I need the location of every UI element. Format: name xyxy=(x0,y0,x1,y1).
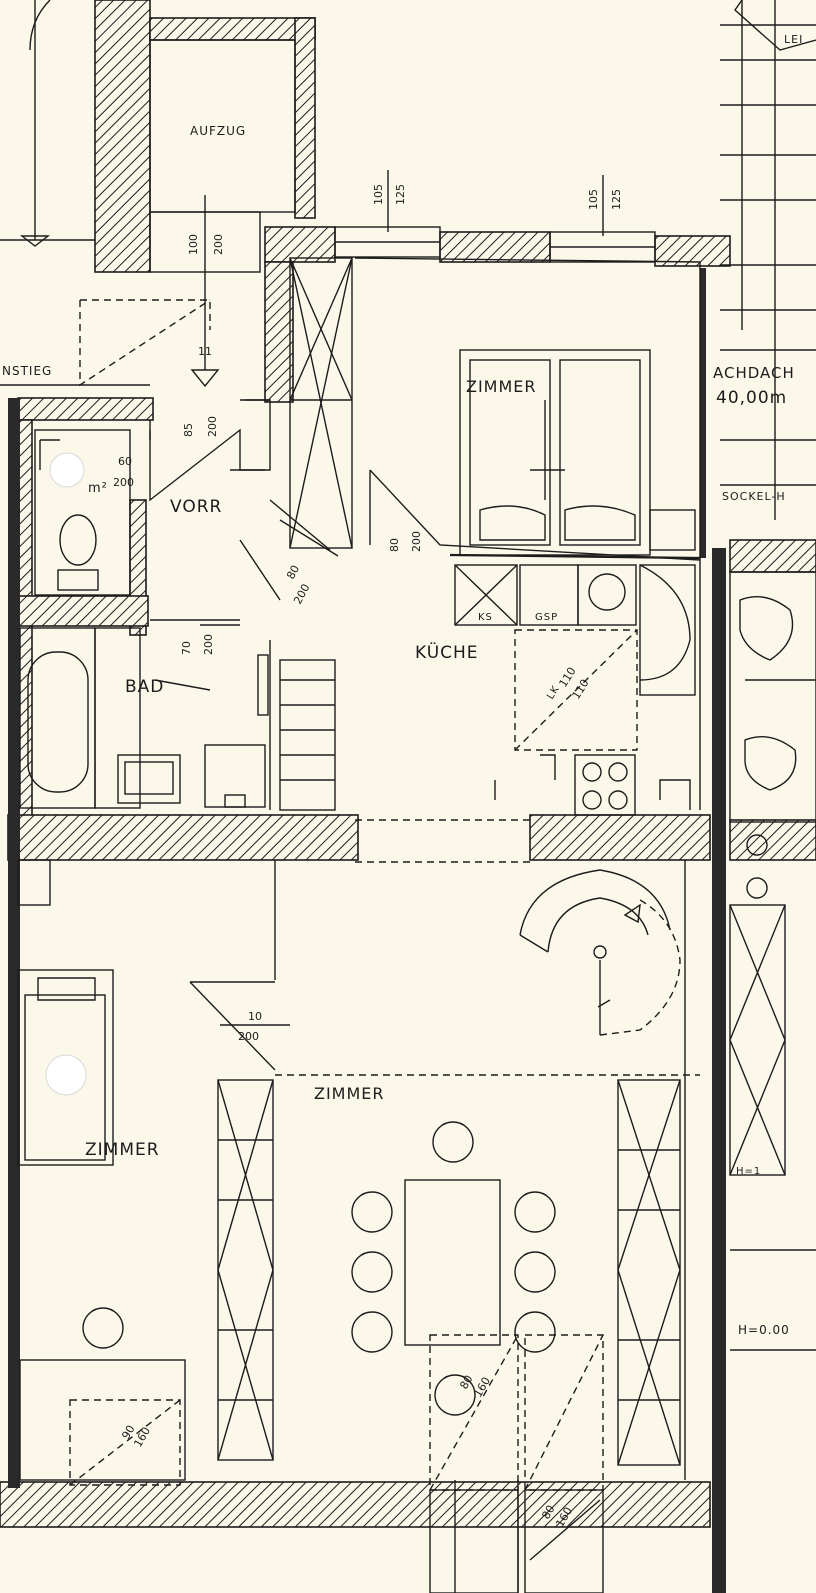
label-living: ZIMMER xyxy=(314,1084,385,1103)
dim-stair-door-a: 11 xyxy=(198,345,212,358)
label-table-code: LK xyxy=(545,684,562,702)
label-attic-area: 40,00m xyxy=(716,388,787,408)
dim-elevator-door-height: 200 xyxy=(212,234,225,255)
dim-bedroom-door-width: 80 xyxy=(388,538,401,552)
label-bath-area: m² xyxy=(88,481,108,496)
label-hall: VORR xyxy=(170,497,222,517)
dim-left-window-width: 90 xyxy=(119,1423,137,1442)
dim-window2-height: 125 xyxy=(610,189,623,210)
label-corner-top: LEI xyxy=(784,33,803,46)
dim-bath-door-height: 200 xyxy=(202,634,215,655)
dim-wc-door-width: 60 xyxy=(118,455,132,468)
dim-bottom-window1-height: 160 xyxy=(471,1375,493,1400)
dim-bottom-window2-width: 80 xyxy=(539,1503,557,1522)
label-stairs: NSTIEG xyxy=(2,364,52,378)
dimensions: 100 200 105 125 105 125 11 85 200 60 200… xyxy=(113,184,623,1530)
dim-bedroom-door-height: 200 xyxy=(410,531,423,552)
punch-hole-bottom xyxy=(45,1054,87,1096)
structural-lines xyxy=(8,268,726,1593)
dim-bath-door-width: 70 xyxy=(180,641,193,655)
label-bedroom: ZIMMER xyxy=(466,377,537,396)
dim-vorr-door-height: 200 xyxy=(291,582,312,607)
dim-hall-door-height: 200 xyxy=(206,416,219,437)
dim-wc-door-height: 200 xyxy=(113,476,134,489)
walls xyxy=(0,0,816,1528)
punch-holes xyxy=(45,452,87,1096)
label-kitchen: KÜCHE xyxy=(415,641,479,663)
dim-living-door-height: 200 xyxy=(238,1030,259,1043)
label-elevator: AUFZUG xyxy=(190,124,246,138)
dim-hall-door-width: 85 xyxy=(182,423,195,437)
room-labels: AUFZUG NSTIEG VORR BAD KÜCHE ZIMMER ZIMM… xyxy=(2,33,803,1337)
label-height-mark: H=0.00 xyxy=(738,1323,790,1337)
dim-vorr-door-width: 80 xyxy=(284,563,302,581)
label-room-left: ZIMMER xyxy=(85,1140,160,1160)
label-kitchen-ks: KS xyxy=(478,612,493,623)
dim-bottom-window1-width: 80 xyxy=(457,1373,475,1392)
label-attic: ACHDACH xyxy=(713,364,795,382)
dim-window1-height: 125 xyxy=(394,184,407,205)
label-wall-note: SOCKEL-H xyxy=(722,490,786,503)
dim-living-door-width: 10 xyxy=(248,1010,262,1023)
dim-elevator-door-width: 100 xyxy=(187,234,200,255)
label-small-note: H=1 xyxy=(736,1166,761,1177)
dim-window2-width: 105 xyxy=(587,189,600,210)
punch-hole-top xyxy=(49,452,85,488)
label-bath: BAD xyxy=(125,677,164,697)
label-kitchen-gsp: GSP xyxy=(535,612,558,623)
dim-window1-width: 105 xyxy=(372,184,385,205)
